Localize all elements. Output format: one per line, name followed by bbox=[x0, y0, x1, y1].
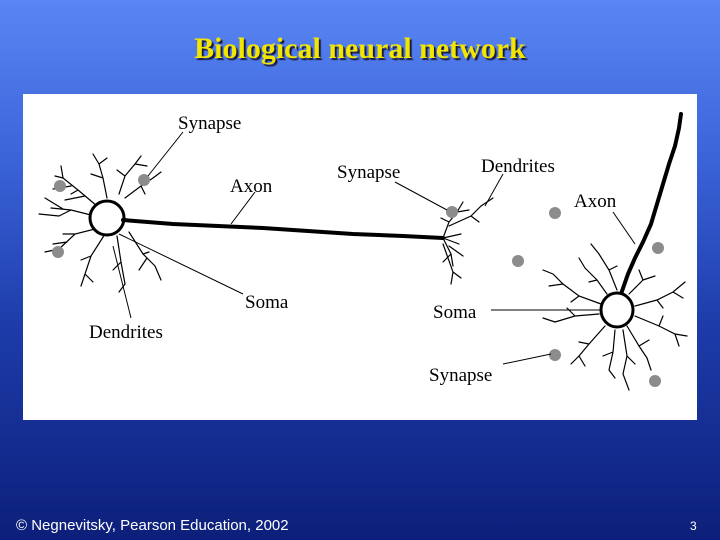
leader-dendrites-top-right bbox=[484, 173, 504, 207]
synapse-dot bbox=[138, 174, 150, 186]
label-soma-right: Soma bbox=[433, 302, 477, 323]
synapse-dot bbox=[512, 255, 524, 267]
label-synapse-middle: Synapse bbox=[337, 162, 400, 183]
leader-synapse-top-left bbox=[147, 131, 184, 177]
synapse-dot bbox=[52, 246, 64, 258]
left-axon bbox=[121, 218, 445, 240]
label-synapse-top-left: Synapse bbox=[178, 113, 241, 134]
synapse-dot bbox=[549, 207, 561, 219]
synapse-dot bbox=[649, 375, 661, 387]
middle-synapse bbox=[440, 197, 494, 285]
synapse-dot bbox=[652, 242, 664, 254]
label-axon-left: Axon bbox=[230, 176, 273, 197]
label-dendrites-top-right: Dendrites bbox=[481, 156, 555, 177]
neuron-diagram-svg: Synapse Axon Synapse Dendrites Axon Soma… bbox=[38, 112, 688, 391]
leader-axon-left bbox=[230, 191, 256, 225]
synapse-dot bbox=[446, 206, 458, 218]
label-synapse-bottom: Synapse bbox=[429, 365, 492, 386]
page-number: 3 bbox=[690, 519, 697, 533]
right-neuron-dendrites bbox=[542, 243, 688, 391]
leader-dendrites-bottom-left bbox=[112, 245, 132, 319]
leader-soma-left bbox=[118, 233, 244, 295]
leader-synapse-middle bbox=[394, 181, 448, 211]
synapse-dots bbox=[52, 174, 664, 387]
leader-lines bbox=[112, 131, 636, 365]
footer-copyright: © Negnevitsky, Pearson Education, 2002 bbox=[16, 517, 289, 534]
left-soma bbox=[88, 199, 126, 237]
synapse-dot bbox=[549, 349, 561, 361]
leader-axon-right bbox=[612, 211, 636, 245]
right-neuron bbox=[542, 112, 688, 391]
right-axon bbox=[619, 112, 683, 296]
right-soma bbox=[599, 291, 635, 329]
synapse-dot bbox=[54, 180, 66, 192]
leader-synapse-bottom bbox=[502, 353, 552, 365]
slide-title: Biological neural network bbox=[194, 32, 526, 65]
label-soma-left: Soma bbox=[245, 292, 289, 313]
neuron-diagram: Synapse Axon Synapse Dendrites Axon Soma… bbox=[23, 94, 697, 420]
label-dendrites-bottom-left: Dendrites bbox=[89, 322, 163, 343]
label-axon-right: Axon bbox=[574, 191, 617, 212]
